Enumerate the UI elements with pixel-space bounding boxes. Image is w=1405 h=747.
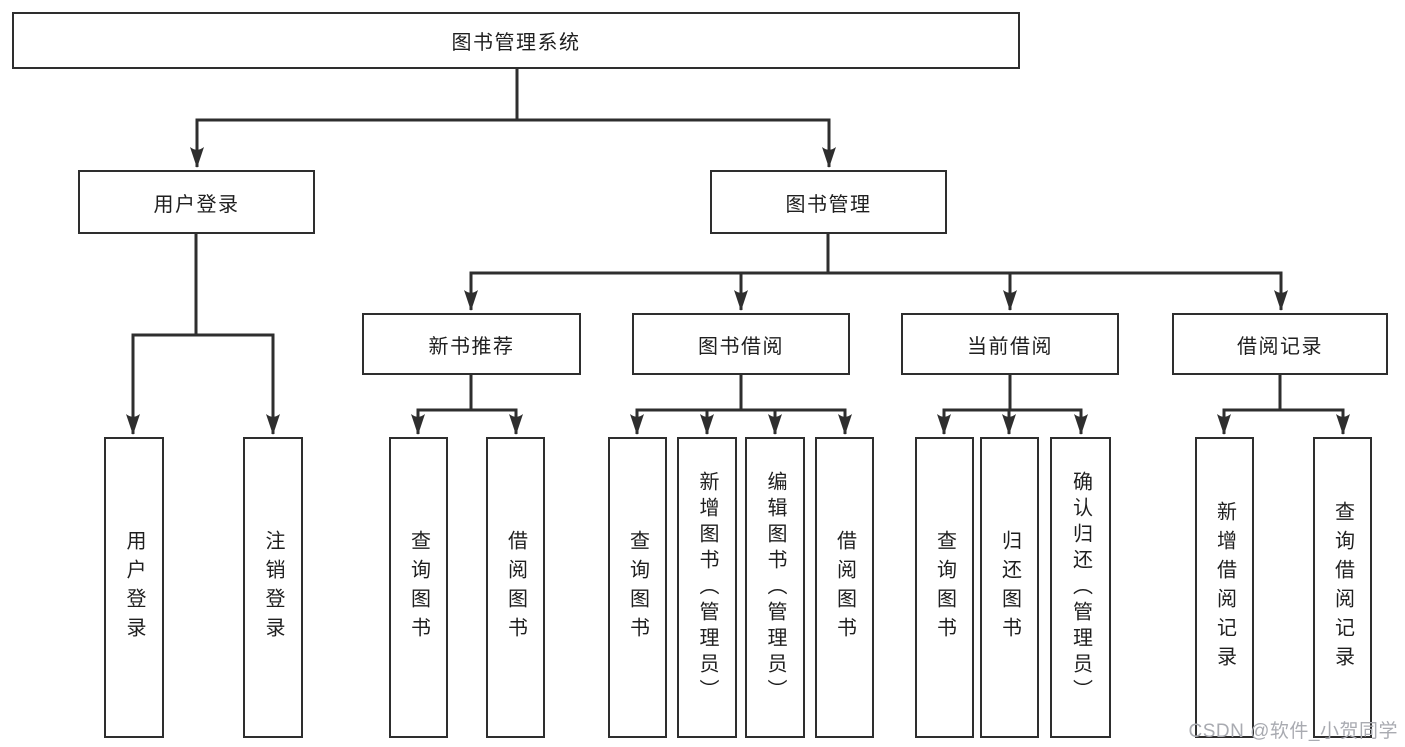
node-edit-books-admin: 编辑图书（管理员） xyxy=(745,437,805,738)
node-add-books-admin: 新增图书（管理员） xyxy=(677,437,737,738)
node-book-management: 图书管理 xyxy=(710,170,947,234)
node-book-borrowing: 图书借阅 xyxy=(632,313,850,375)
node-logout: 注销登录 xyxy=(243,437,303,738)
node-user-login-leaf: 用户登录 xyxy=(104,437,164,738)
node-borrow-books-borrowing: 借阅图书 xyxy=(815,437,874,738)
node-borrowing-records: 借阅记录 xyxy=(1172,313,1388,375)
connector-book-management xyxy=(469,232,1283,275)
node-query-books-borrowing: 查询图书 xyxy=(608,437,667,738)
node-user-login: 用户登录 xyxy=(78,170,315,234)
connector-user-login xyxy=(131,232,275,337)
connector-book-borrowing xyxy=(635,373,847,412)
node-confirm-return-admin: 确认归还（管理员） xyxy=(1050,437,1111,738)
node-add-borrow-record: 新增借阅记录 xyxy=(1195,437,1254,738)
node-query-books-recommend: 查询图书 xyxy=(389,437,448,738)
node-library-system: 图书管理系统 xyxy=(12,12,1020,69)
connector-current-borrowing xyxy=(942,373,1083,412)
csdn-watermark: CSDN @软件_小贺同学 xyxy=(1188,721,1398,742)
node-borrow-books-recommend: 借阅图书 xyxy=(486,437,545,738)
connector-borrowing-records xyxy=(1222,373,1345,412)
connector-arrows xyxy=(126,120,1350,435)
node-query-books-current: 查询图书 xyxy=(915,437,974,738)
node-new-book-recommend: 新书推荐 xyxy=(362,313,581,375)
connector-trunks xyxy=(131,66,1345,412)
node-current-borrowing: 当前借阅 xyxy=(901,313,1119,375)
node-return-books: 归还图书 xyxy=(980,437,1039,738)
connector-root xyxy=(195,66,831,122)
node-query-borrow-record: 查询借阅记录 xyxy=(1313,437,1372,738)
connector-new-book-recommend xyxy=(416,373,518,412)
